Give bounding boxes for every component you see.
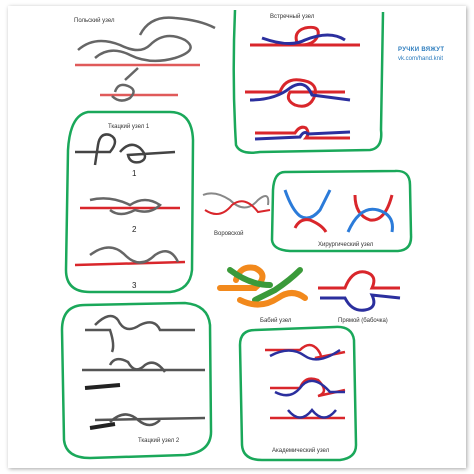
brand-title: РУЧКИ ВЯЖУТ bbox=[398, 47, 445, 53]
polish-knot-drawing bbox=[75, 16, 216, 102]
label-oncoming-knot: Встречный узел bbox=[270, 14, 315, 20]
label-academic-knot: Академический узел bbox=[272, 448, 330, 454]
knot-illustrations bbox=[60, 9, 413, 462]
granny-knot-drawing bbox=[217, 264, 308, 308]
label-weaving1-knot: Ткацкий узел 1 bbox=[108, 124, 150, 130]
label-reef-knot: Прямой (бабочка) bbox=[338, 318, 388, 324]
frame-surgical bbox=[270, 169, 413, 253]
thief-knot-drawing bbox=[202, 192, 271, 215]
academic-knot-drawing bbox=[265, 343, 346, 420]
surgical-knot-drawing bbox=[283, 189, 394, 233]
weaving2-knot-drawing bbox=[82, 314, 206, 430]
knot-chart-sheet: Польский узел Встречный узел Ткацкий узе… bbox=[8, 6, 466, 468]
label-granny-knot: Бабий узел bbox=[260, 318, 292, 324]
reef-knot-drawing bbox=[318, 270, 401, 312]
weaving1-knot-drawing bbox=[74, 133, 186, 267]
frame-weaving2 bbox=[60, 301, 213, 460]
frame-oncoming bbox=[232, 9, 385, 154]
label-thief-knot: Воровской bbox=[214, 231, 244, 237]
label-polish-knot: Польский узел bbox=[74, 18, 115, 24]
step-number-1: 1 bbox=[132, 169, 137, 178]
label-surgical-knot: Хирургический узел bbox=[318, 242, 374, 248]
brand-block: РУЧКИ ВЯЖУТ vk.com/hand.knit bbox=[398, 46, 444, 64]
oncoming-knot-drawing bbox=[245, 25, 360, 141]
step-number-3: 3 bbox=[132, 281, 137, 290]
brand-link[interactable]: vk.com/hand.knit bbox=[398, 56, 444, 62]
step-number-2: 2 bbox=[132, 225, 137, 234]
label-weaving2-knot: Ткацкий узел 2 bbox=[138, 438, 180, 444]
frame-weaving1 bbox=[64, 110, 195, 294]
frame-academic bbox=[238, 325, 358, 462]
